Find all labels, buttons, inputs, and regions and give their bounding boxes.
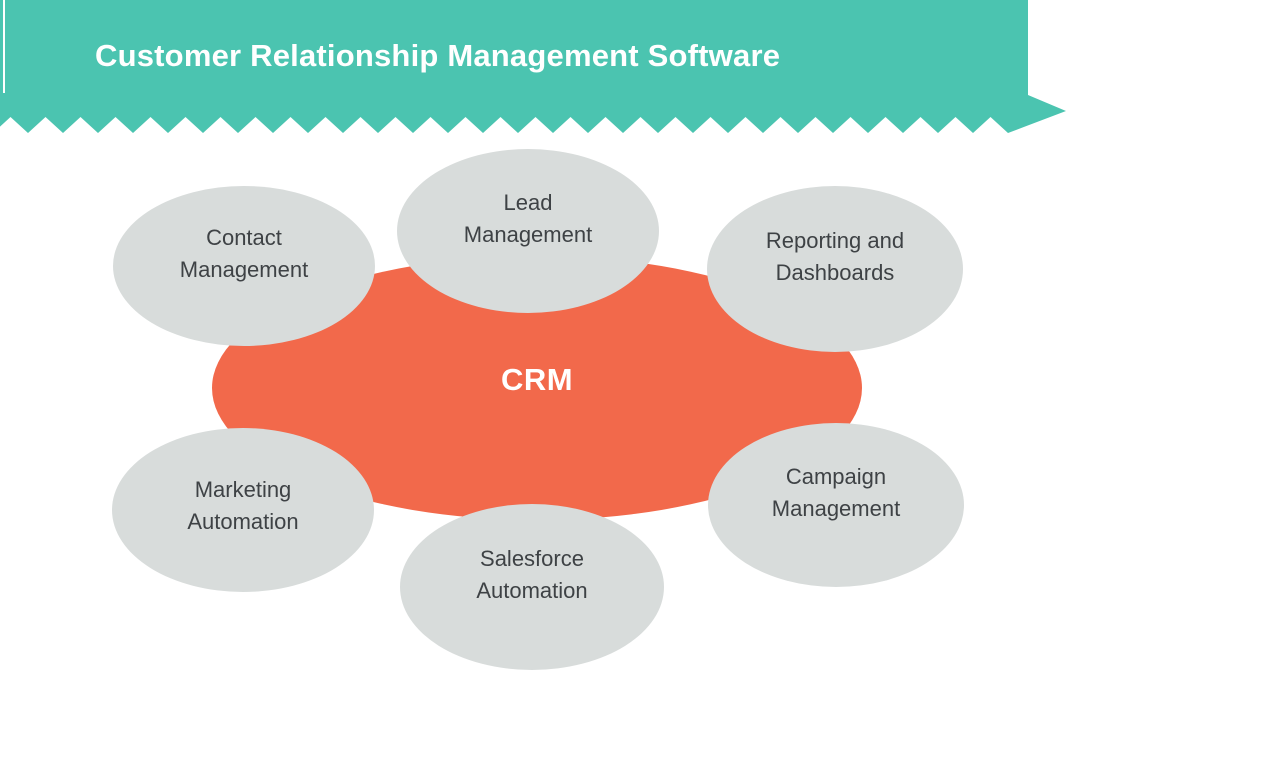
node-label-line: Contact [206,225,282,250]
banner-ribbon-shape [0,0,1066,133]
node-reporting-and-dashboards: Reporting and Dashboards [707,186,963,352]
node-label-line: Salesforce [480,546,584,571]
node-label-line: Management [179,257,309,282]
node-marketing-automation: Marketing Automation [112,428,374,592]
node-lead-management: Lead Management [397,149,659,313]
node-label-line: Lead [503,190,553,215]
banner-fold-line [3,0,5,93]
node-label-line: Automation [187,509,299,534]
node-contact-management: Contact Management [113,186,375,346]
page-title: Customer Relationship Management Softwar… [95,38,781,73]
node-salesforce-automation: Salesforce Automation [400,504,664,670]
node-label-line: Dashboards [775,260,895,285]
node-label-line: Marketing [194,477,292,502]
node-label-line: Management [463,222,593,247]
node-label-line: Campaign [785,464,887,489]
node-label-line: Reporting and [765,228,905,253]
banner-ribbon [0,0,1066,133]
hub-label: CRM [500,362,574,397]
node-label-line: Management [771,496,901,521]
node-campaign-management: Campaign Management [708,423,964,587]
node-label-line: Automation [476,578,588,603]
